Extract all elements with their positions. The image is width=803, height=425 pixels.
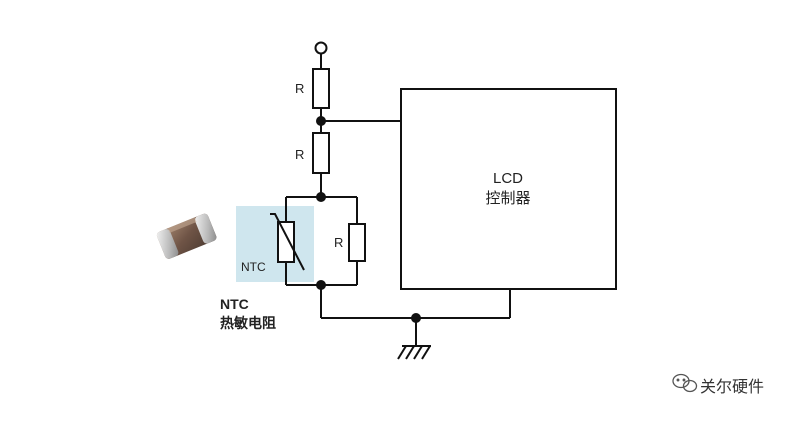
ntc-thermistor xyxy=(277,221,295,263)
ntc-box-label: NTC xyxy=(241,260,266,274)
resistor-top xyxy=(312,68,330,109)
ntc-highlight xyxy=(236,206,314,282)
lcd-label: LCD 控制器 xyxy=(458,169,558,209)
resistor-mid xyxy=(312,132,330,174)
ntc-caption-line1: NTC xyxy=(220,296,249,312)
resistor-top-label: R xyxy=(295,81,305,96)
ground-symbol xyxy=(397,345,431,360)
ntc-caption: NTC 热敏电阻 xyxy=(220,295,276,333)
resistor-mid-label: R xyxy=(295,147,305,162)
lcd-label-line1: LCD xyxy=(492,170,523,187)
ntc-chip-image xyxy=(156,213,217,259)
ntc-caption-line2: 热敏电阻 xyxy=(220,315,276,331)
ntc-slash xyxy=(270,213,305,271)
resistor-parallel xyxy=(348,223,366,262)
wechat-icon xyxy=(672,373,698,393)
supply-terminal xyxy=(314,41,328,55)
resistor-parallel-label: R xyxy=(334,235,344,250)
lcd-label-line2: 控制器 xyxy=(485,190,531,207)
lcd-controller-box xyxy=(400,88,617,290)
watermark-text: 关尔硬件 xyxy=(700,379,765,396)
